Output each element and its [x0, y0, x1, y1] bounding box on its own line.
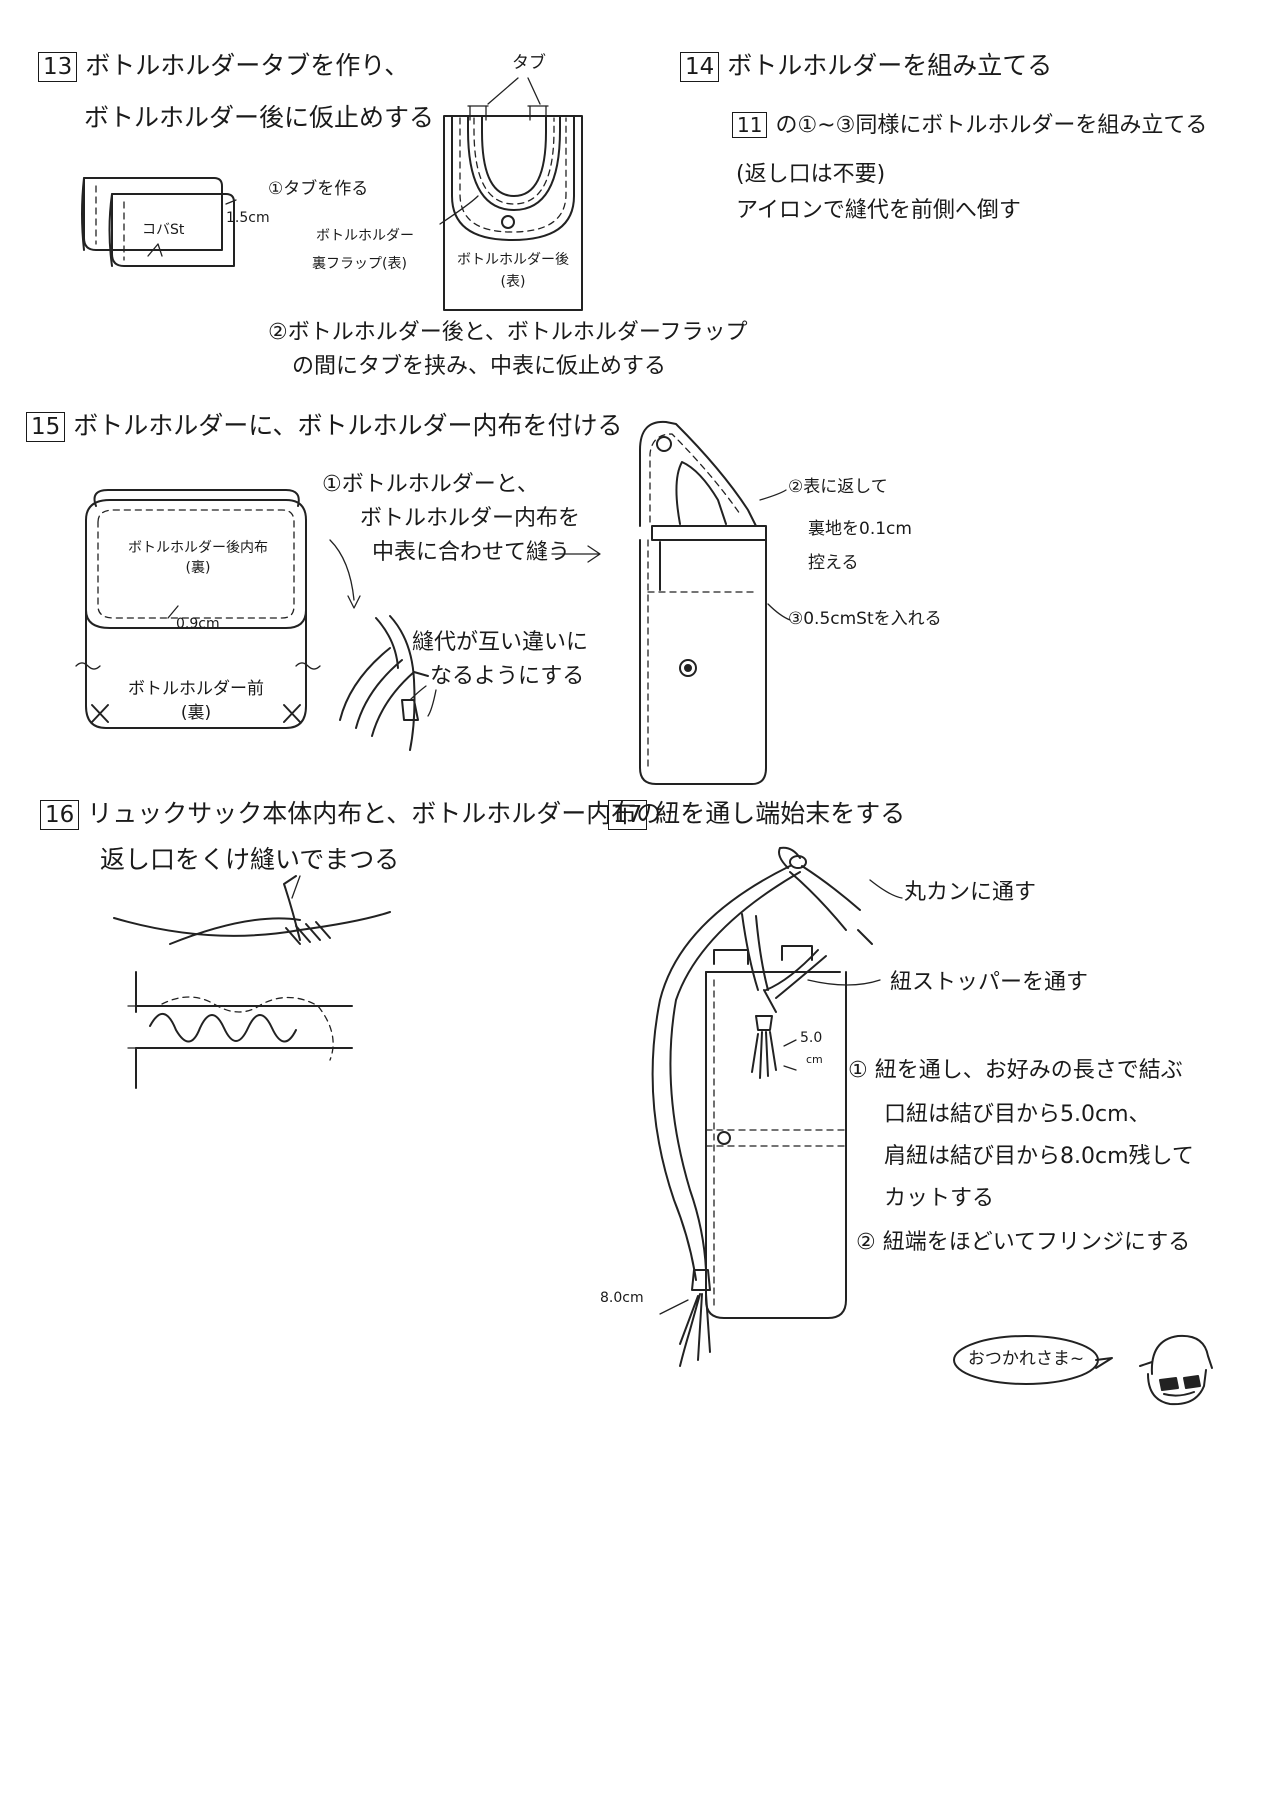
step15-note2-line1: ②表に返して [788, 477, 888, 497]
step17-number: 17 [608, 800, 648, 830]
closing-drawing [953, 1334, 1213, 1406]
step15-front-label-line2: (裏) [180, 703, 212, 723]
closing-message: おつかれさま~ [967, 1349, 1085, 1369]
step17-label-ring: 丸カンに通す [904, 880, 1037, 905]
seam-detail-drawing [329, 539, 601, 751]
step15-number: 15 [26, 412, 66, 442]
tab-drawing [81, 177, 237, 267]
step17-note1-line2: 口紐は結び目から5.0cm、 [884, 1102, 1151, 1127]
step13-back-label-line2: (表) [500, 274, 526, 290]
slipstitch-drawing [113, 875, 391, 1089]
step14-number: 14 [680, 52, 720, 82]
step14-ref: 11 [732, 112, 768, 138]
step17-dim-top: 5.0 [800, 1030, 823, 1046]
step13-title-line1: ボトルホルダータブを作り、 [85, 51, 410, 80]
step17-label-stopper: 紐ストッパーを通す [890, 970, 1089, 995]
step17-dim-top-unit: cm [806, 1053, 823, 1066]
step15-note-b-line1: 縫代が互い違いに [412, 630, 589, 655]
step16-title-line1: リュックサック本体内布と、ボトルホルダー内布の [87, 799, 662, 828]
step13-note2-line2: の間にタブを挟み、中表に仮止めする [292, 354, 667, 379]
step13-back-label-line1: ボトルホルダー後 [457, 252, 569, 268]
step17-title: 紐を通し端始末をする [655, 799, 906, 828]
step17-note1-line4: カットする [884, 1186, 995, 1211]
step13-tab-label: タブ [512, 53, 546, 73]
step13-flap-label-line1: ボトルホルダー [316, 228, 414, 244]
step14-line1: 11 の①~③同様にボトルホルダーを組み立てる [732, 112, 1207, 138]
step15-note2-line2: 裏地を0.1cm [808, 519, 912, 539]
step14-line1-text: の①~③同様にボトルホルダーを組み立てる [775, 113, 1208, 138]
step15-note-b-line2: なるようにする [430, 664, 585, 689]
step17-note1-line3: 肩紐は結び目から8.0cm残して [884, 1144, 1194, 1169]
step13-note2-line1: ②ボトルホルダー後と、ボトルホルダーフラップ [268, 320, 748, 345]
step13-note1: ①タブを作る [268, 179, 369, 199]
step15-front-label-line1: ボトルホルダー前 [128, 679, 264, 699]
step15-inner-label-line2: (裏) [185, 560, 211, 576]
step14-line3: アイロンで縫代を前側へ倒す [736, 198, 1021, 223]
step15-seam: 0.9cm [176, 616, 220, 632]
step13-title-line2: ボトルホルダー後に仮止めする [84, 103, 435, 132]
step17-note1-line1: ① 紐を通し、お好みの長さで結ぶ [848, 1058, 1183, 1083]
step15-title: ボトルホルダーに、ボトルホルダー内布を付ける [73, 411, 623, 440]
holder-inner-drawing [75, 489, 321, 729]
step14-title: ボトルホルダーを組み立てる [727, 51, 1053, 80]
step14-line2: (返し口は不要) [736, 162, 886, 187]
step13-stitch: コバSt [142, 222, 185, 238]
step17-dim-bottom: 8.0cm [600, 1290, 644, 1306]
step17-note2: ② 紐端をほどいてフリンジにする [856, 1230, 1191, 1255]
step16-title-line2: 返し口をくけ縫いでまつる [100, 845, 400, 874]
step13-dim: 1.5cm [226, 210, 270, 226]
step15-note1-line1: ①ボトルホルダーと、 [322, 472, 539, 497]
step13-number: 13 [38, 52, 78, 82]
step16-number: 16 [40, 800, 80, 830]
step15-inner-label-line1: ボトルホルダー後内布 [128, 540, 268, 556]
step15-note2-line3: 控える [808, 553, 859, 573]
bag-with-cord-drawing [651, 846, 903, 1367]
finished-holder-drawing [639, 420, 791, 785]
step15-note1-line3: 中表に合わせて縫う [372, 540, 571, 565]
step13-flap-label-line2: 裏フラップ(表) [312, 256, 407, 272]
back-panel-drawing [439, 77, 583, 311]
step15-note1-line2: ボトルホルダー内布を [360, 506, 581, 531]
step15-note3: ③0.5cmStを入れる [788, 609, 942, 629]
